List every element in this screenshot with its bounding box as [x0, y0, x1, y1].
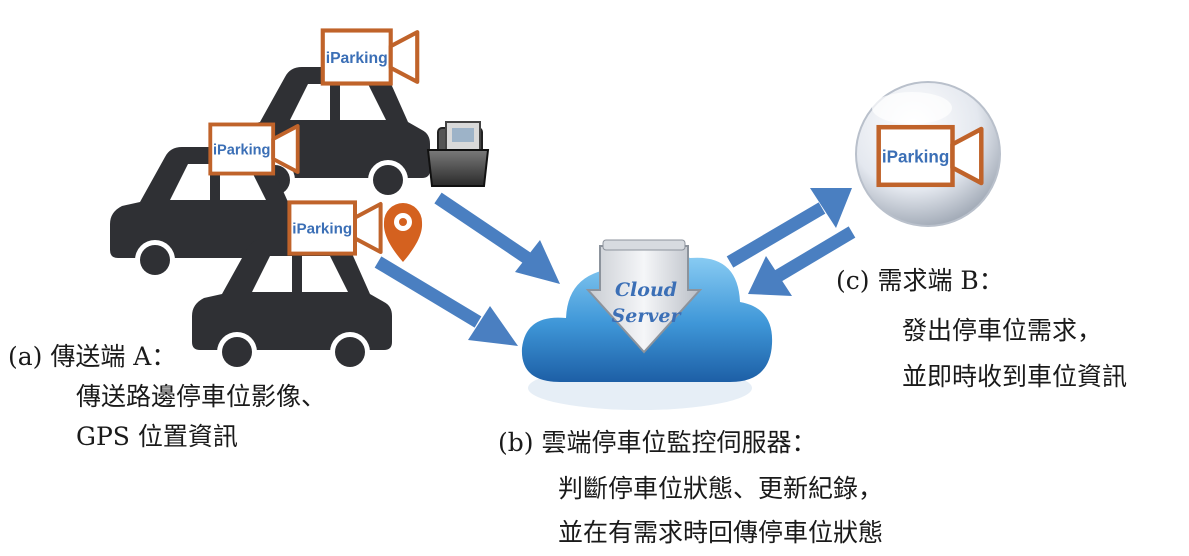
- sender-desc-line2: GPS 位置資訊: [76, 422, 238, 451]
- cloud-label-line2: Server: [612, 305, 683, 327]
- video-camera-icon: [323, 30, 417, 83]
- location-pin-icon: [383, 203, 423, 262]
- cloud-label-line1: Cloud: [615, 279, 677, 301]
- sender-desc-line1: 傳送路邊停車位影像、: [76, 382, 327, 411]
- upload-arrow-gps: [374, 256, 518, 346]
- cloud-server-icon: Cloud Server: [521, 239, 773, 410]
- video-camera-icon: [879, 127, 982, 185]
- video-camera-icon: [289, 202, 380, 253]
- requester-title: (c) 需求端 B：: [836, 266, 1004, 295]
- response-arrow: [748, 226, 856, 296]
- request-arrow: [726, 188, 852, 268]
- car-icon: [192, 239, 392, 372]
- upload-arrow-image: [434, 192, 560, 284]
- requester-desc-line2: 並即時收到車位資訊: [902, 362, 1128, 391]
- server-desc-line2: 並在有需求時回傳停車位狀態: [558, 518, 884, 547]
- photo-album-icon: [426, 121, 490, 187]
- iparking-orb-icon: [855, 81, 1001, 227]
- sender-title: (a) 傳送端 A：: [8, 342, 177, 371]
- server-title: (b) 雲端停車位監控伺服器：: [498, 428, 817, 457]
- requester-desc-line1: 發出停車位需求，: [902, 316, 1103, 345]
- server-desc-line1: 判斷停車位狀態、更新紀錄，: [558, 474, 884, 503]
- video-camera-icon: [208, 122, 300, 176]
